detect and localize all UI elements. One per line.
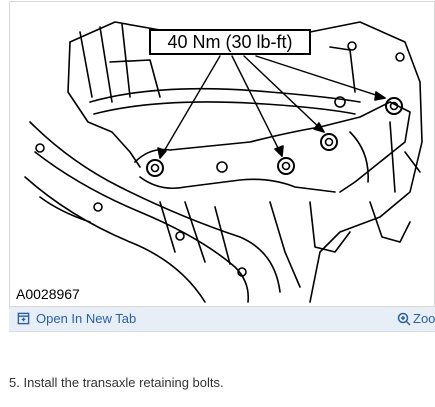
open-in-new-tab-label: Open In New Tab [36,311,137,326]
figure-container: 40 Nm (30 lb-ft) A0028967 [9,1,435,307]
figure-id-label: A0028967 [16,286,80,302]
zoom-link[interactable]: Zoo [397,311,435,326]
figure-toolbar: Open In New Tab Zoo [9,307,435,332]
open-in-new-tab-icon [17,312,30,325]
step-instruction: 5. Install the transaxle retaining bolts… [9,375,224,390]
torque-spec-label: 40 Nm (30 lb-ft) [149,29,311,55]
zoom-in-icon [397,312,411,326]
zoom-label: Zoo [413,311,435,326]
open-in-new-tab-link[interactable]: Open In New Tab [17,311,136,326]
transaxle-illustration [24,21,423,303]
